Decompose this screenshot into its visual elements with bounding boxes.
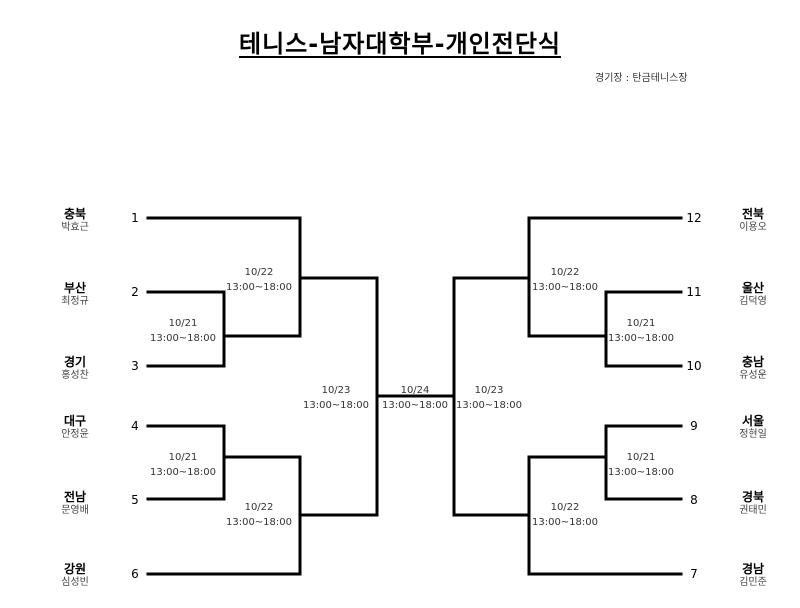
match-label: 10/22 13:00~18:00 [214,500,304,530]
bracket-line [604,290,683,368]
player-region: 강원 [63,562,87,576]
player-right-7: 경남 김민준 [723,562,783,590]
player-region: 부산 [63,281,87,295]
match-label: 10/21 13:00~18:00 [138,450,228,480]
match-time: 13:00~18:00 [225,282,292,293]
seed-number: 5 [131,493,139,507]
player-right-9: 서울 정현일 [723,414,783,442]
match-date: 10/21 [626,318,656,329]
match-time: 13:00~18:00 [149,333,216,344]
player-name: 최정규 [61,296,89,307]
match-time: 13:00~18:00 [302,400,369,411]
seed-number: 3 [131,359,139,373]
match-date: 10/22 [244,267,274,278]
seed-number: 9 [690,419,698,433]
player-region: 경남 [741,562,765,576]
match-time: 13:00~18:00 [455,400,522,411]
player-region: 전북 [741,207,765,221]
seed-number: 4 [131,419,139,433]
match-date: 10/22 [244,502,274,513]
player-left-5: 전남 문영배 [45,490,105,518]
bracket-line [146,424,226,501]
player-region: 울산 [741,281,765,295]
bracket-line [452,276,531,517]
match-label: 10/22 13:00~18:00 [520,265,610,295]
seed-number: 2 [131,285,139,299]
player-right-11: 울산 김덕영 [723,281,783,309]
player-name: 이용오 [739,222,767,233]
match-time: 13:00~18:00 [225,517,292,528]
seed-number: 6 [131,567,139,581]
player-name: 김덕영 [739,296,767,307]
player-name: 권태민 [739,505,767,516]
player-left-2: 부산 최정규 [45,281,105,309]
player-name: 정현일 [739,429,767,440]
seed-number: 10 [686,359,702,373]
bracket-line [604,424,683,501]
match-date: 10/21 [168,318,198,329]
match-label-final: 10/24 13:00~18:00 [370,383,460,413]
venue-label: 경기장 : 탄금테니스장 [595,73,688,84]
player-name: 김민준 [739,577,767,588]
player-region: 경북 [741,490,765,504]
match-label: 10/22 13:00~18:00 [214,265,304,295]
page-title: 테니스-남자대학부-개인전단식 [239,30,561,58]
bracket-line [527,455,683,576]
player-name: 유성운 [739,370,767,381]
match-date: 10/22 [550,502,580,513]
player-left-6: 강원 심성빈 [45,562,105,590]
seed-number: 8 [690,493,698,507]
player-right-10: 충남 유성운 [723,355,783,383]
match-date: 10/21 [168,452,198,463]
player-region: 충남 [741,355,765,369]
match-time: 13:00~18:00 [531,517,598,528]
match-label: 10/21 13:00~18:00 [138,316,228,346]
match-date: 10/23 [321,385,351,396]
match-label: 10/22 13:00~18:00 [520,500,610,530]
seed-number: 12 [686,211,702,225]
seed-number: 1 [131,211,139,225]
match-time: 13:00~18:00 [149,467,216,478]
player-left-3: 경기 홍성찬 [45,355,105,383]
match-time: 13:00~18:00 [381,400,448,411]
player-name: 심성빈 [61,577,89,588]
bracket-line [146,290,226,368]
match-label: 10/21 13:00~18:00 [596,316,686,346]
player-name: 홍성찬 [61,370,89,381]
player-region: 서울 [741,414,765,428]
player-left-1: 충북 박효근 [45,207,105,235]
match-time: 13:00~18:00 [531,282,598,293]
match-date: 10/21 [626,452,656,463]
match-time: 13:00~18:00 [607,467,674,478]
match-date: 10/23 [474,385,504,396]
match-label: 10/23 13:00~18:00 [291,383,381,413]
bracket-line [146,455,302,576]
match-label: 10/21 13:00~18:00 [596,450,686,480]
player-region: 전남 [63,490,87,504]
match-date: 10/22 [550,267,580,278]
player-region: 대구 [63,414,87,428]
player-right-8: 경북 권태민 [723,490,783,518]
player-region: 충북 [63,207,87,221]
player-left-4: 대구 안정윤 [45,414,105,442]
player-right-12: 전북 이용오 [723,207,783,235]
seed-number: 11 [686,285,702,299]
player-name: 안정윤 [61,429,89,440]
match-date: 10/24 [400,385,430,396]
player-name: 박효근 [61,222,89,233]
match-label: 10/23 13:00~18:00 [444,383,534,413]
player-region: 경기 [63,355,87,369]
seed-number: 7 [690,567,698,581]
player-name: 문영배 [61,505,89,516]
match-time: 13:00~18:00 [607,333,674,344]
